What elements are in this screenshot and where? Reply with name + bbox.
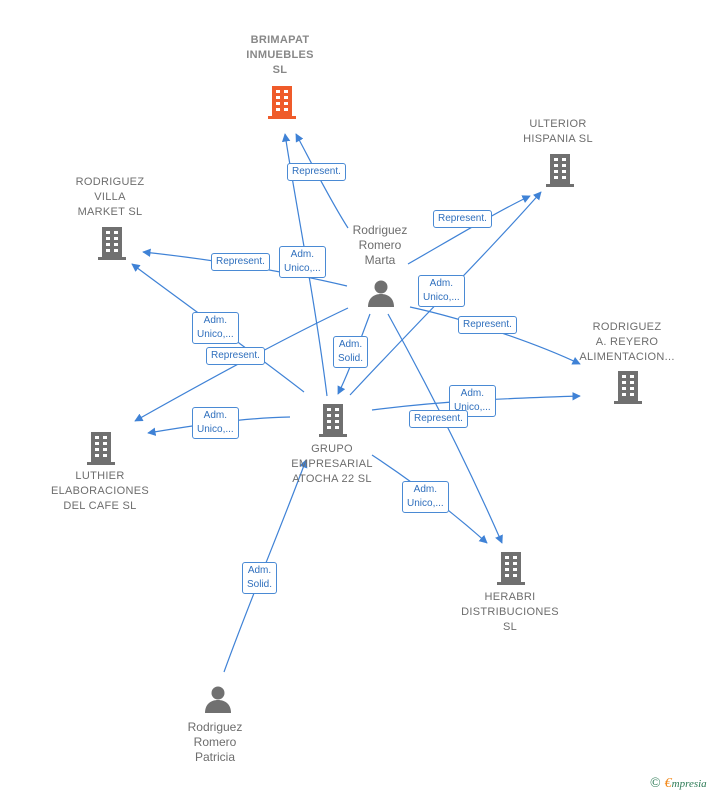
edge-label-grupo-brimapat[interactable]: Adm. Unico,... [279, 246, 326, 278]
node-label-herabri[interactable]: HERABRI DISTRIBUCIONES SL [461, 591, 559, 633]
node-label-brimapat[interactable]: BRIMAPAT INMUEBLES SL [246, 34, 314, 76]
edge-label-grupo-luthier[interactable]: Adm. Unico,... [192, 407, 239, 439]
brand-initial: € [664, 776, 672, 791]
edge-label-patricia-grupo[interactable]: Adm. Solid. [242, 562, 278, 594]
node-label-rodriguez-marta[interactable]: Rodriguez Romero Marta [352, 223, 408, 267]
edge-marta-herabri [387, 313, 503, 544]
building-icon [87, 432, 115, 465]
edge-label-grupo-ulterior[interactable]: Adm. Unico,... [418, 275, 465, 307]
building-icon [98, 227, 126, 260]
node-label-rodriguez-villa[interactable]: RODRIGUEZ VILLA MARKET SL [75, 176, 145, 218]
building-icon [268, 86, 296, 119]
building-icon [614, 371, 642, 404]
node-label-rodriguez-patricia[interactable]: Rodriguez Romero Patricia [187, 720, 243, 764]
edge-label-marta-villa[interactable]: Represent. [211, 253, 270, 271]
person-icon [205, 686, 231, 713]
node-label-ulterior[interactable]: ULTERIOR HISPANIA SL [523, 118, 593, 145]
copyright-icon: © [650, 776, 661, 791]
edge-label-marta-luthier[interactable]: Represent. [206, 347, 265, 365]
building-icon [319, 404, 347, 437]
edge-marta-brimapat [295, 133, 349, 229]
brand-name: mpresia [671, 778, 707, 790]
edge-label-marta-reyero[interactable]: Represent. [458, 316, 517, 334]
node-label-rodriguez-reyero[interactable]: RODRIGUEZ A. REYERO ALIMENTACION... [579, 321, 675, 363]
building-icon [546, 154, 574, 187]
building-icon [497, 552, 525, 585]
edge-label-grupo-villa[interactable]: Adm. Unico,... [192, 312, 239, 344]
copyright-brand: ©€mpresia [650, 776, 707, 792]
node-label-grupo[interactable]: GRUPO EMPRESARIAL ATOCHA 22 SL [291, 443, 373, 485]
edge-label-marta-ulterior[interactable]: Represent. [433, 210, 492, 228]
edge-label-marta-brimapat[interactable]: Represent. [287, 163, 346, 181]
edge-label-marta-grupo[interactable]: Adm. Solid. [333, 336, 369, 368]
person-icon [368, 280, 394, 307]
node-label-luthier[interactable]: LUTHIER ELABORACIONES DEL CAFE SL [50, 470, 150, 512]
edge-label-marta-herabri[interactable]: Represent. [409, 410, 468, 428]
edge-label-grupo-herabri[interactable]: Adm. Unico,... [402, 481, 449, 513]
